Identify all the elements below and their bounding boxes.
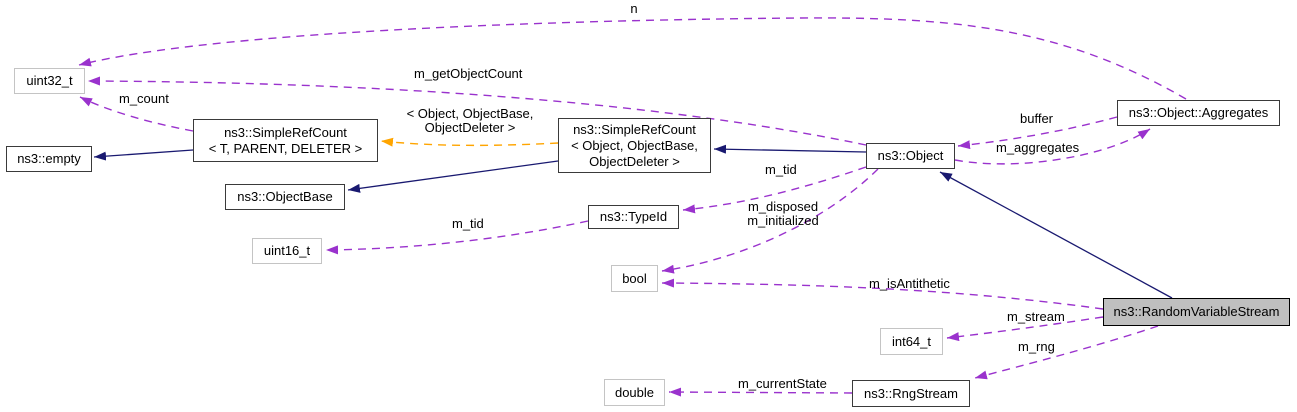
edge-inheritance-simplerefcount-t-to-empty [93, 149, 194, 161]
edge-label-m-tid-typeid: m_tid [452, 216, 484, 231]
edge-label-m-disposed: m_disposed [747, 199, 819, 214]
node-label: ns3::RandomVariableStream [1113, 304, 1280, 319]
edge-usage-m-rng [974, 325, 1159, 380]
edge-usage-m-disposed-m-initialized [661, 168, 879, 274]
node-label: ns3::empty [17, 151, 81, 166]
node-bool: bool [611, 265, 658, 292]
edge-label-template-args-line1: < Object, ObjectBase, [406, 106, 534, 121]
edge-usage-m-currentstate [668, 387, 853, 397]
node-label: uint32_t [26, 73, 73, 88]
node-label: int64_t [891, 333, 932, 349]
edge-label-template-args-line2: ObjectDeleter > [424, 120, 516, 135]
edge-label-m-currentstate: m_currentState [738, 376, 827, 391]
node-ns3-object[interactable]: ns3::Object [866, 143, 955, 169]
edge-usage-m-aggregates [954, 128, 1151, 165]
edge-label-m-stream: m_stream [1007, 309, 1065, 324]
node-ns3-rngstream[interactable]: ns3::RngStream [852, 380, 970, 407]
node-ns3-simplerefcount-t-parent-deleter[interactable]: ns3::SimpleRefCount < T, PARENT, DELETER… [193, 119, 378, 162]
edge-label-n: n [630, 1, 638, 16]
node-label: uint16_t [263, 243, 311, 258]
edge-label-m-count: m_count [119, 91, 169, 106]
node-label-line: ns3::SimpleRefCount [573, 121, 696, 137]
node-label: ns3::ObjectBase [237, 189, 333, 204]
node-label: ns3::Object [877, 148, 944, 163]
edge-label-m-disposed-m-initialized: m_disposed m_initialized [747, 200, 819, 228]
edge-label-buffer: buffer [1020, 111, 1054, 126]
edge-label-m-rng: m_rng [1018, 339, 1055, 354]
node-label-line: < T, PARENT, DELETER > [208, 140, 363, 156]
node-ns3-simplerefcount-object-objectbase-objectdeleter[interactable]: ns3::SimpleRefCount < Object, ObjectBase… [558, 118, 711, 173]
node-label-line: ObjectDeleter > [589, 153, 680, 169]
edge-usage-m-stream [946, 316, 1104, 342]
edge-usage-n [78, 17, 1187, 100]
node-ns3-object-aggregates[interactable]: ns3::Object::Aggregates [1117, 100, 1280, 126]
node-label-line: < Object, ObjectBase, [571, 137, 698, 153]
edge-inheritance-simplerefcount-object-to-objectbase [347, 160, 559, 193]
edge-usage-m-tid-typeid [325, 220, 589, 255]
edge-label-m-isantithetic: m_isAntithetic [869, 276, 950, 291]
node-double: double [604, 379, 665, 406]
edge-template-simplerefcount-object-to-simplerefcount-t [380, 137, 559, 147]
node-ns3-objectbase[interactable]: ns3::ObjectBase [225, 184, 345, 210]
edge-label-m-getobjectcount: m_getObjectCount [414, 66, 523, 81]
node-label-line: ns3::SimpleRefCount [224, 124, 347, 140]
node-ns3-empty[interactable]: ns3::empty [6, 146, 92, 172]
edge-inheritance-object-to-simplerefcount-object [713, 144, 867, 154]
edge-usage-m-count [79, 96, 194, 132]
edge-usage-buffer [957, 116, 1118, 150]
edge-usage-m-getobjectcount [87, 76, 867, 146]
edge-usage-m-isantithetic [661, 278, 1104, 310]
node-uint32-t: uint32_t [14, 68, 85, 94]
node-label: ns3::RngStream [864, 385, 958, 401]
node-label: double [614, 384, 655, 400]
edge-label-m-tid-object: m_tid [765, 162, 797, 177]
edge-label-m-initialized: m_initialized [747, 213, 819, 228]
node-int64-t: int64_t [880, 328, 943, 355]
node-ns3-randomvariablestream: ns3::RandomVariableStream [1103, 298, 1290, 326]
edge-inheritance-randomvariablestream-to-object [939, 171, 1173, 299]
node-label: bool [622, 270, 647, 286]
edge-label-template-args: < Object, ObjectBase, ObjectDeleter > [407, 107, 534, 135]
node-label: ns3::Object::Aggregates [1128, 105, 1269, 120]
edge-label-m-aggregates: m_aggregates [996, 140, 1080, 155]
node-ns3-typeid[interactable]: ns3::TypeId [588, 205, 679, 229]
node-uint16-t: uint16_t [252, 238, 322, 264]
node-label: ns3::TypeId [599, 209, 668, 224]
